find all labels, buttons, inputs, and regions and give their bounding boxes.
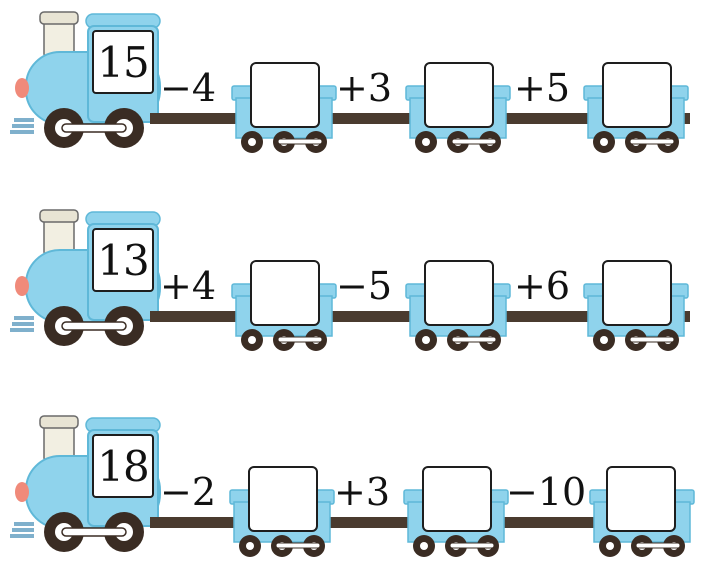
- train-row-3: 18 −2 +3 −10: [0, 404, 702, 564]
- operation-label: −2: [160, 470, 217, 514]
- operation-label: +4: [160, 264, 217, 308]
- answer-box[interactable]: [424, 62, 494, 128]
- start-number-box: 13: [92, 228, 154, 292]
- answer-box[interactable]: [602, 62, 672, 128]
- operation-label: −5: [336, 264, 393, 308]
- start-number: 13: [97, 235, 149, 285]
- answer-box[interactable]: [602, 260, 672, 326]
- operation-label: +6: [514, 264, 571, 308]
- answer-box[interactable]: [424, 260, 494, 326]
- answer-box[interactable]: [422, 466, 492, 532]
- start-number-box: 15: [92, 30, 154, 94]
- train-row-1: 15 −4 +3 +5: [0, 0, 702, 160]
- start-number: 18: [97, 441, 149, 491]
- answer-box[interactable]: [606, 466, 676, 532]
- operation-label: −4: [160, 66, 217, 110]
- start-number-box: 18: [92, 434, 154, 498]
- start-number: 15: [97, 37, 149, 87]
- operation-label: +3: [334, 470, 391, 514]
- operation-label: +5: [514, 66, 571, 110]
- operation-label: +3: [336, 66, 393, 110]
- answer-box[interactable]: [250, 260, 320, 326]
- answer-box[interactable]: [250, 62, 320, 128]
- train-row-2: 13 +4 −5 +6: [0, 198, 702, 358]
- answer-box[interactable]: [248, 466, 318, 532]
- operation-label: −10: [506, 470, 587, 514]
